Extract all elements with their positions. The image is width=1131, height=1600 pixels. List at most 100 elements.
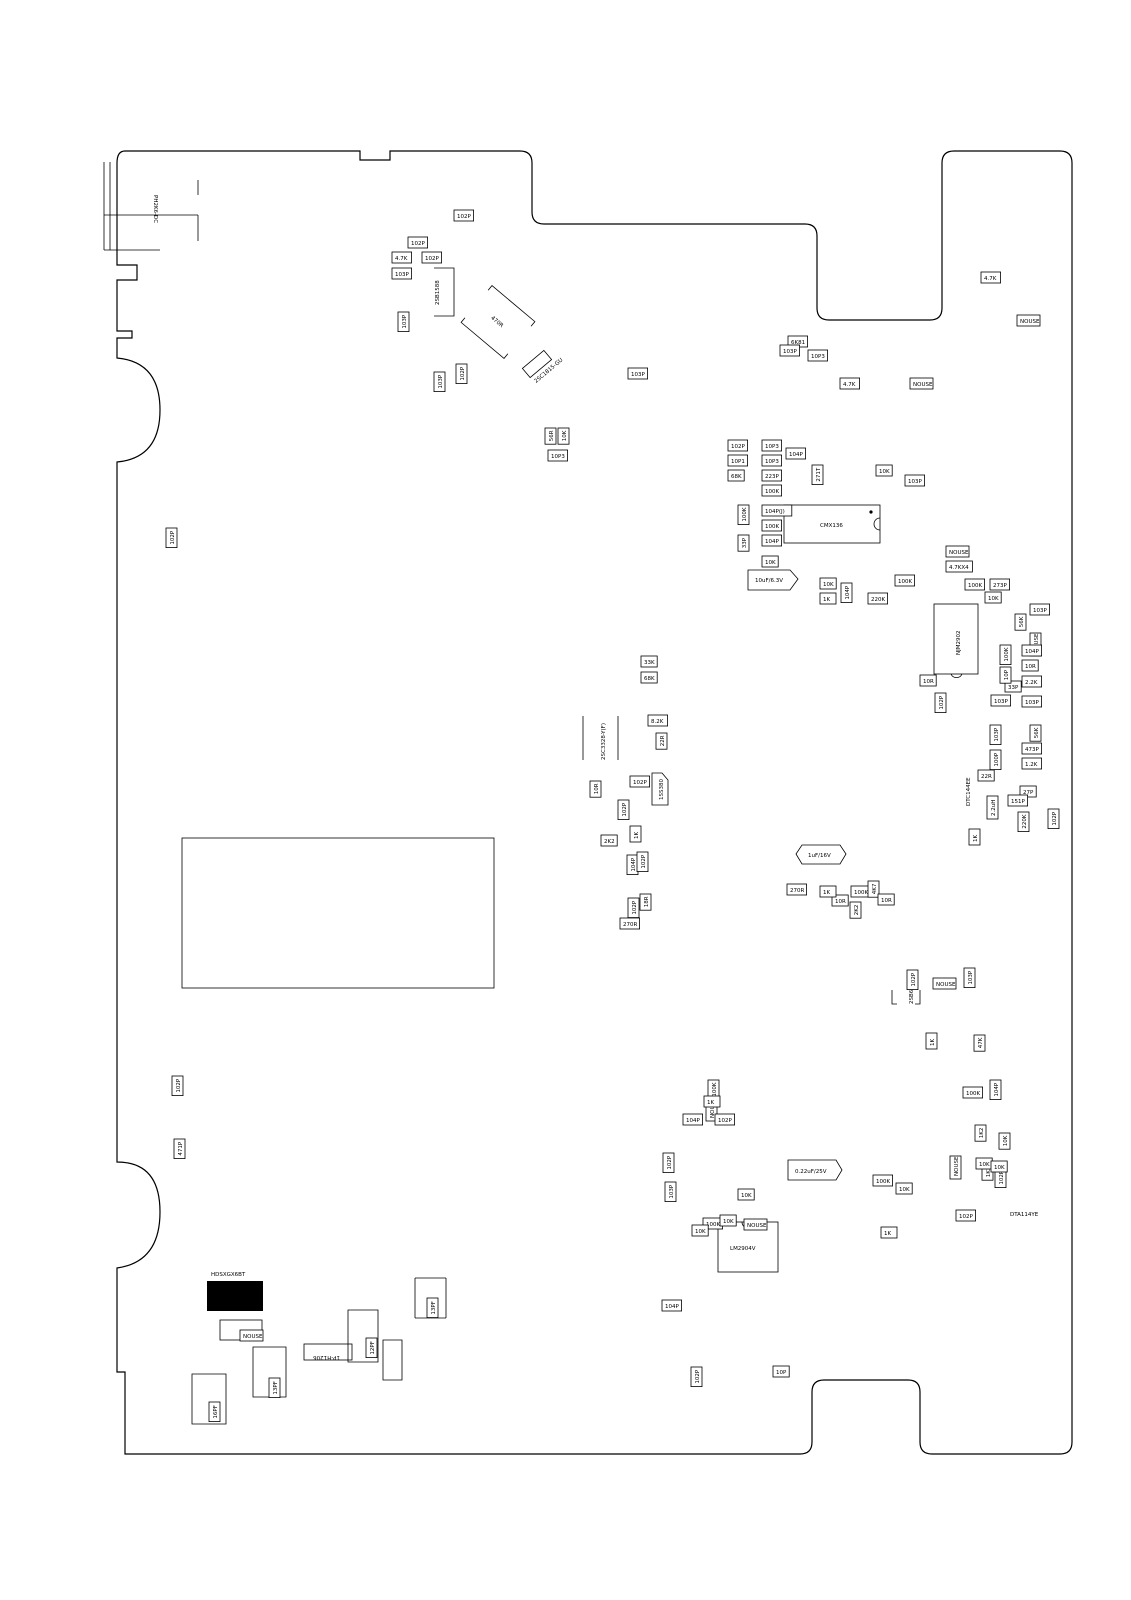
component-label: 100K [898, 579, 912, 585]
component-pad: 10P3 [807, 349, 829, 362]
component-label: 104P [631, 857, 637, 871]
component-pad: 102P [165, 527, 178, 549]
component-pad: 104P [626, 854, 639, 876]
component-label: 103P [669, 1184, 675, 1198]
component-label: 103P [631, 372, 645, 378]
component-label: 104P [789, 452, 803, 458]
component-pad: 10K [975, 1157, 993, 1170]
component-pad: 10K [875, 464, 893, 477]
component-pad: 271T [811, 464, 824, 486]
component-label: 6K81 [791, 340, 805, 346]
coil-470r: 470R [460, 285, 536, 359]
component-pad: 1K [703, 1095, 721, 1108]
component-pad: 10K [990, 1160, 1008, 1173]
component-label: 22R [660, 735, 666, 746]
component-label: 33P [1008, 685, 1019, 691]
component-label: 1K [634, 832, 640, 839]
component-pad: NOUSE [945, 545, 970, 558]
component-pad: NOUSE [932, 977, 957, 990]
component-pad: 10P3 [547, 449, 569, 462]
component-label: 47K [978, 1037, 984, 1048]
component-label: 10P [776, 1370, 787, 1376]
connector-power-label: PH2K6-DC [152, 195, 158, 223]
component-label: 102P [667, 1155, 673, 1169]
component-label: 100K [712, 1082, 718, 1096]
component-label: 10P3 [765, 459, 779, 465]
diode-label: 1SS380 [659, 779, 665, 800]
njm-label: NJM2902 [956, 631, 962, 655]
component-label: 10K [1003, 1135, 1009, 1146]
component-label: 56K [1034, 727, 1040, 738]
component-label: 103P [395, 272, 409, 278]
component-pad: 33K [640, 655, 658, 668]
component-label: 103P [402, 314, 408, 328]
component-label: 13PF [431, 1301, 437, 1314]
component-label: 102P [641, 854, 647, 868]
component-label: 10K [899, 1187, 910, 1193]
component-pad: 2K2 [600, 834, 618, 847]
component-pad: 100K [872, 1174, 894, 1187]
component-pad: 4K7 [867, 880, 880, 898]
component-label: 10R [594, 783, 600, 794]
component-label: 10R [881, 898, 892, 904]
component-label: 33K [644, 660, 655, 666]
component-label: 2.2K [1025, 680, 1038, 686]
component-pad: 103P [904, 474, 926, 487]
component-label: 27P [1023, 790, 1034, 796]
component-pad: 102P [171, 1075, 184, 1097]
component-pad: 10R [831, 894, 849, 907]
component-label: 4.7K [843, 382, 856, 388]
component-label: 10K [988, 596, 999, 602]
component-label: 10P1 [731, 459, 745, 465]
component-label: 56K [1019, 616, 1025, 627]
component-pad: 270R [619, 917, 641, 930]
component-pad: 2K2 [849, 901, 862, 919]
connector-power: PH2K6-DC [103, 162, 199, 251]
q5-label: DTC144EE [966, 777, 972, 806]
component-pad: 471P [173, 1138, 186, 1160]
component-label: 10R [835, 899, 846, 905]
component-pad: 13PF [268, 1377, 281, 1399]
component-pad: 100K [894, 574, 916, 587]
component-label: 4.7K [984, 276, 997, 282]
component-pad: 10K [984, 591, 1002, 604]
component-pad: 1K [629, 825, 642, 843]
component-label: 102P [731, 444, 745, 450]
component-label: 4K7 [872, 883, 878, 894]
component-label: 4.7K [395, 256, 408, 262]
component-pad: 10K [895, 1182, 913, 1195]
component-pad: 220K [1017, 811, 1030, 833]
lm-label: LM2904V [730, 1246, 756, 1252]
component-pad: NOUSE [949, 1155, 962, 1180]
component-label: 102P [632, 900, 638, 914]
component-pad: 102P [421, 251, 443, 264]
component-label: 100K [876, 1179, 890, 1185]
component-pad: 1K [968, 828, 981, 846]
component-pad: 100K [761, 484, 783, 497]
component-label: 1K [823, 890, 830, 896]
component-pad: 151P [1007, 794, 1029, 807]
component-pad: 102P [714, 1113, 736, 1126]
component-pad: 100K [962, 1086, 984, 1099]
component-label: 102P [411, 241, 425, 247]
component-pad: 104P [840, 582, 853, 604]
component-pad: 47K [973, 1034, 986, 1052]
component-pad: 10R [1021, 659, 1039, 672]
component-label: 103P [783, 349, 797, 355]
cap-large-4 [191, 1373, 227, 1425]
connector-1p-label: 1P-H1206 [313, 1354, 340, 1360]
component-label: 102P [718, 1118, 732, 1124]
cap-large-3 [252, 1346, 287, 1398]
component-label: 102P [1052, 811, 1058, 825]
component-pad: 1K [819, 885, 837, 898]
component-pad: 10P [772, 1365, 790, 1378]
component-pad: 8.2K [647, 714, 669, 727]
component-label: 220K [871, 597, 885, 603]
component-label: 100K [968, 583, 982, 589]
component-pad: 1K [925, 1032, 938, 1050]
component-pad: 33P [1004, 680, 1022, 693]
transistor-q4: 2SB624 [891, 982, 921, 1005]
connector-bottom: HDSXGX6BT [207, 1272, 263, 1311]
transistor-q2: 2SC1815-GU [521, 349, 564, 385]
component-pad: 10R [589, 780, 602, 798]
